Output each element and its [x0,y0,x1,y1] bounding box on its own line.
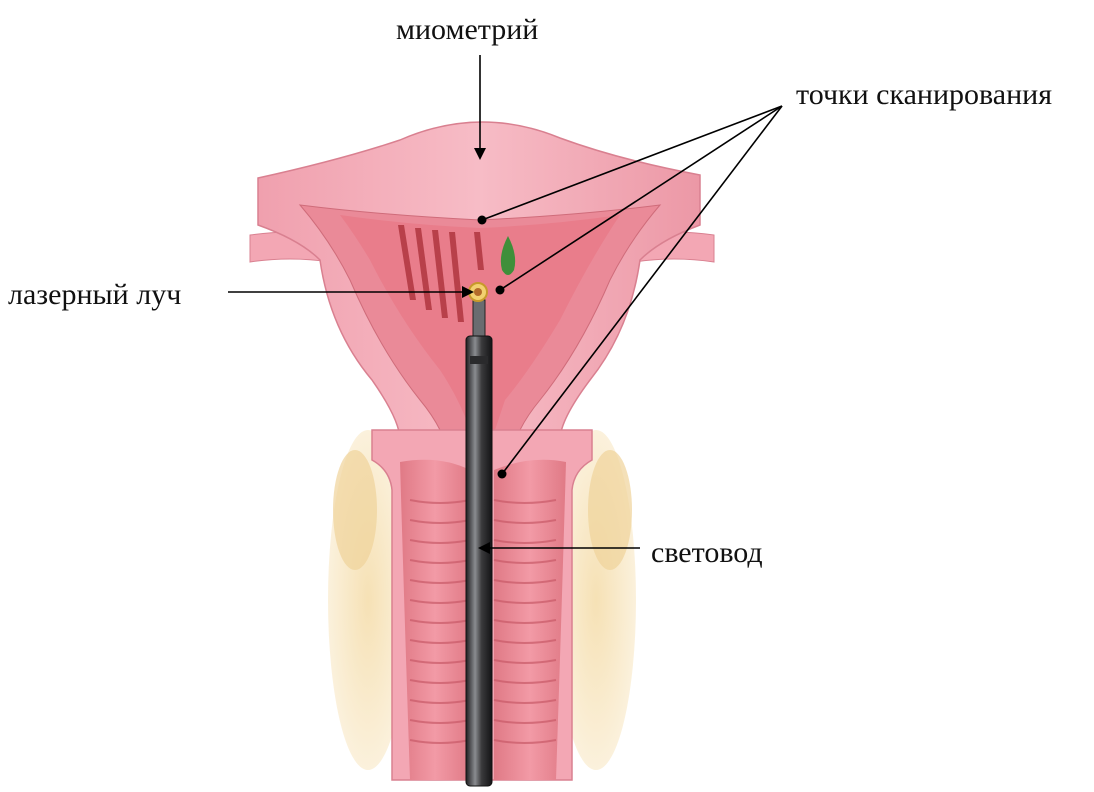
scan-point-1 [478,216,487,225]
light-guide-label: световод [651,538,763,568]
scan-points-label: точки сканирования [796,80,1052,110]
scan-point-2 [496,286,505,295]
laser-beam-label: лазерный луч [8,280,181,310]
scan-point-3 [498,470,507,479]
myometrium-label: миометрий [396,15,538,45]
